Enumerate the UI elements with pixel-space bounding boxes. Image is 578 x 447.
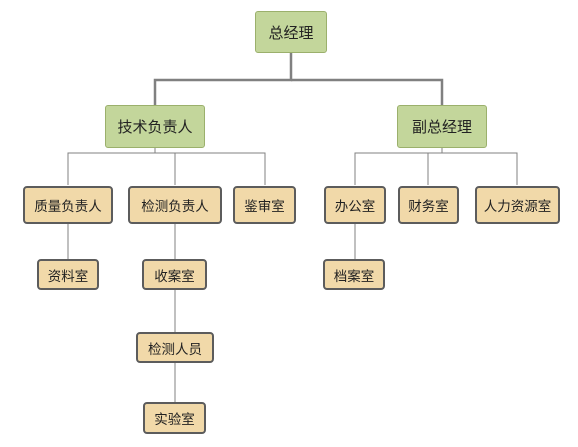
node-hr-office-label: 人力资源室 — [483, 199, 552, 215]
node-quality-lead: 质量负责人 — [23, 186, 113, 224]
node-quality-lead-label: 质量负责人 — [34, 199, 102, 215]
node-testing-staff-label: 检测人员 — [148, 341, 202, 358]
node-archive-room: 档案室 — [323, 259, 385, 290]
node-tech-lead-label: 技术负责人 — [117, 118, 193, 136]
node-lab-label: 实验室 — [154, 412, 195, 428]
node-intake-room: 收案室 — [142, 259, 207, 290]
node-deputy: 副总经理 — [397, 105, 487, 148]
node-admin-office: 办公室 — [324, 186, 386, 224]
node-testing-lead: 检测负责人 — [128, 186, 222, 224]
node-testing-staff: 检测人员 — [136, 332, 214, 363]
node-review-office: 鉴审室 — [233, 186, 296, 224]
node-hr-office: 人力资源室 — [475, 186, 560, 224]
node-admin-office-label: 办公室 — [334, 199, 376, 215]
node-intake-room-label: 收案室 — [154, 268, 195, 285]
node-records-room-label: 资料室 — [47, 268, 89, 285]
node-lab: 实验室 — [143, 402, 206, 434]
node-records-room: 资料室 — [37, 259, 99, 290]
node-archive-room-label: 档案室 — [333, 268, 375, 285]
node-review-office-label: 鉴审室 — [244, 199, 285, 215]
node-tech-lead: 技术负责人 — [105, 105, 205, 148]
node-finance-office: 财务室 — [398, 186, 459, 224]
node-ceo: 总经理 — [255, 11, 327, 53]
node-deputy-label: 副总经理 — [411, 118, 472, 136]
node-finance-office-label: 财务室 — [408, 199, 449, 215]
node-ceo-label: 总经理 — [268, 23, 314, 42]
node-testing-lead-label: 检测负责人 — [141, 199, 209, 215]
